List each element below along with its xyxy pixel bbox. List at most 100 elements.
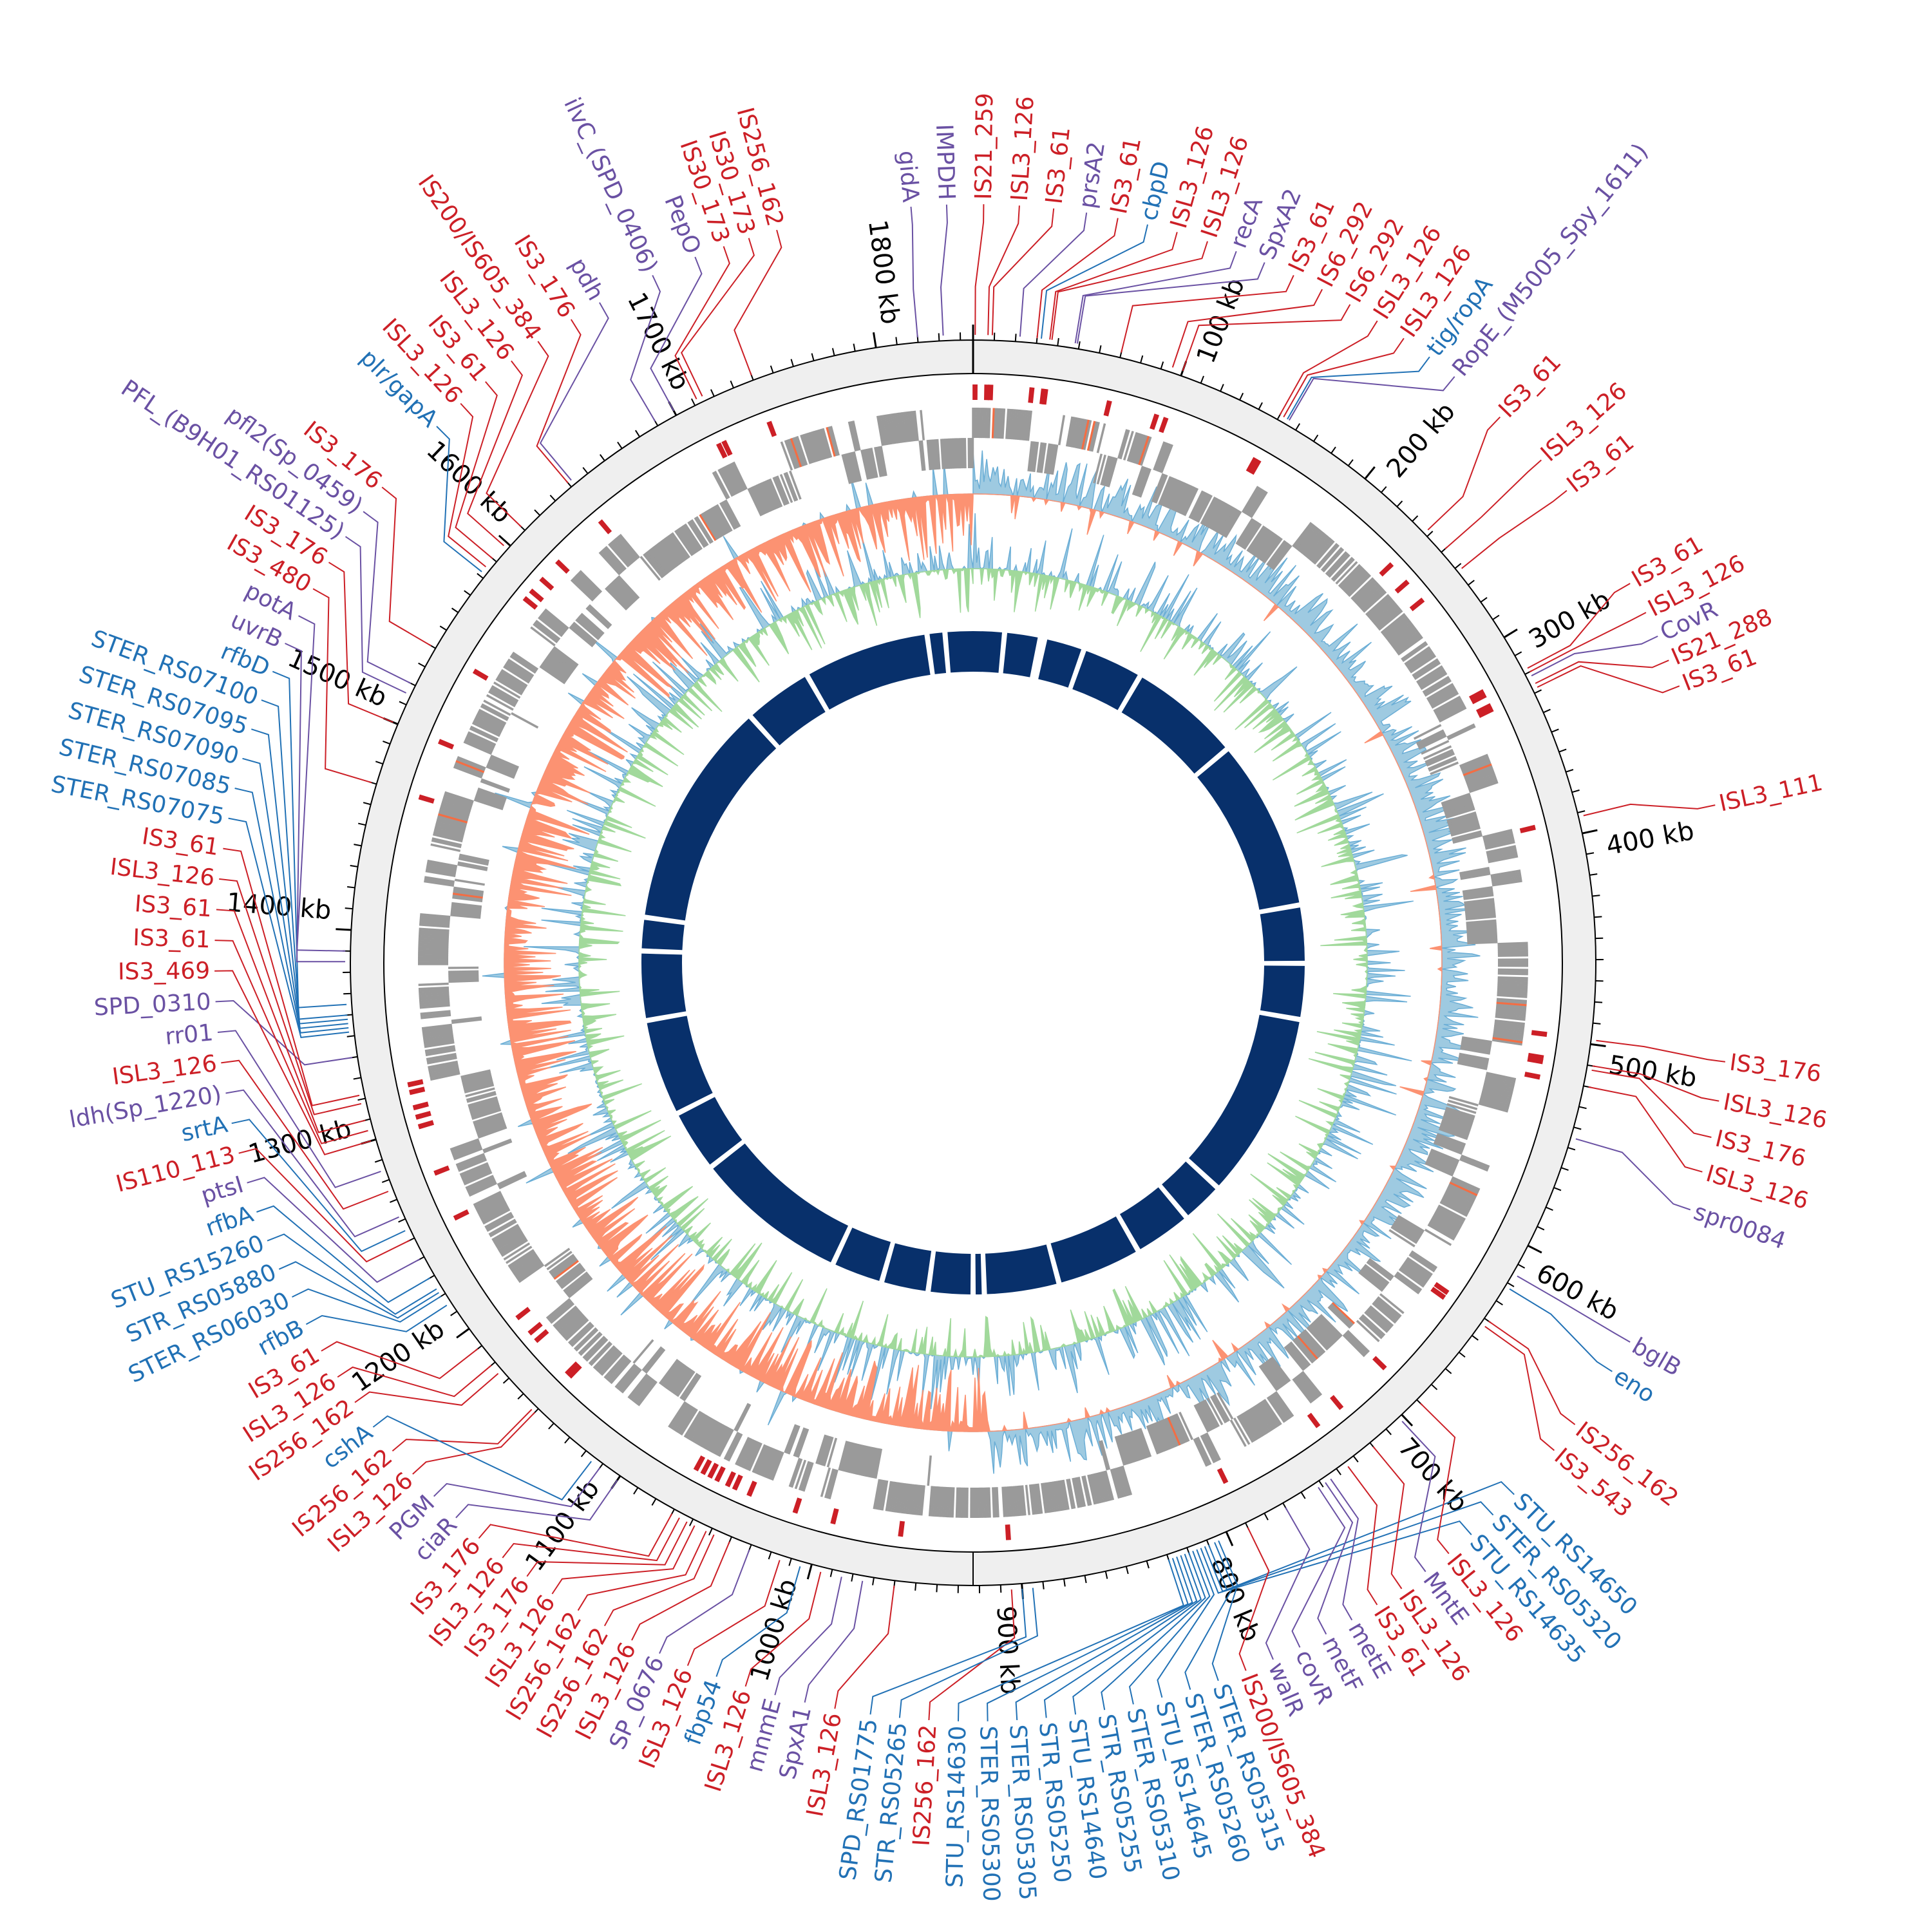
gene-tile: [1434, 1138, 1464, 1151]
gene-tile: [997, 408, 1001, 439]
label-connector: [1527, 583, 1631, 669]
label-connector: [674, 246, 730, 400]
gene-tile: [847, 453, 857, 483]
gene-tile: [820, 1436, 832, 1466]
minor-tick: [1347, 459, 1354, 466]
gene-tile: [1395, 1218, 1423, 1236]
feature-label: ISL3_111: [1717, 770, 1825, 817]
is-element-tile: [1434, 1282, 1450, 1295]
gene-tile: [450, 909, 481, 916]
gene-tile: [889, 1481, 896, 1512]
gene-tile: [934, 439, 939, 470]
gene-tile: [870, 1448, 879, 1478]
gene-tile: [983, 1487, 987, 1518]
contig-segment: [1189, 1014, 1300, 1186]
gene-tile: [430, 1072, 460, 1081]
gene-tile: [885, 1481, 893, 1511]
gene-tile: [1153, 1423, 1166, 1452]
feature-label: prsA2: [1074, 140, 1110, 210]
gene-tile: [1263, 1399, 1282, 1426]
gene-tile: [454, 878, 485, 886]
gene-tile: [1459, 753, 1488, 768]
gene-tile: [1218, 507, 1235, 535]
gene-tile: [569, 626, 594, 648]
gene-tile: [1096, 423, 1106, 453]
major-tick: [498, 535, 511, 547]
tick-label: 700 kb: [1392, 1432, 1473, 1518]
gene-tile: [932, 439, 937, 470]
minor-tick: [399, 701, 407, 706]
gene-tile: [438, 811, 469, 822]
gene-tile: [543, 610, 568, 631]
gene-tile: [546, 656, 573, 676]
gene-tile: [776, 475, 790, 505]
gene-tile: [419, 931, 450, 936]
gene-tile: [512, 651, 539, 671]
gene-tile: [1359, 1269, 1385, 1291]
gene-tile: [1395, 1273, 1421, 1293]
gene-tile: [1068, 1478, 1076, 1509]
gene-tile: [462, 1078, 493, 1088]
gene-tile: [1309, 536, 1331, 561]
gene-tile: [786, 1425, 799, 1454]
gene-tile: [463, 1171, 493, 1186]
gene-tile: [1466, 934, 1498, 939]
gene-tile: [452, 892, 483, 899]
gene-tile: [1098, 1472, 1108, 1502]
feature-label: SPD_0310: [93, 989, 212, 1021]
minor-tick: [851, 1573, 854, 1582]
gene-tile: [1163, 478, 1177, 507]
gene-tile: [558, 1311, 583, 1334]
gene-tile: [493, 681, 521, 699]
gene-tile: [461, 1166, 490, 1180]
gene-tile: [1310, 537, 1332, 562]
gene-tile: [418, 942, 449, 946]
is-element-tile: [693, 1455, 706, 1472]
gene-tile: [608, 543, 630, 568]
label-connector: [354, 1373, 499, 1406]
gene-tile: [555, 1308, 580, 1331]
gene-tile: [1251, 1406, 1270, 1434]
gene-tile: [1095, 1472, 1104, 1503]
minor-tick: [1104, 1571, 1108, 1579]
minor-tick: [439, 625, 447, 631]
minor-tick: [383, 741, 391, 745]
gene-tile: [1311, 1321, 1334, 1345]
gene-tile: [497, 674, 525, 692]
minor-tick: [790, 359, 794, 367]
gene-tile: [719, 468, 735, 497]
gene-tile: [1248, 1408, 1267, 1435]
minor-tick: [1551, 728, 1559, 733]
gene-tile: [455, 1153, 485, 1166]
gene-tile: [1298, 1373, 1320, 1399]
gene-tile: [495, 1230, 523, 1249]
gene-tile: [755, 1445, 770, 1475]
gene-tile: [1240, 521, 1259, 548]
gene-tile: [1285, 1345, 1307, 1370]
gene-tile: [1361, 1267, 1387, 1287]
gene-tile: [1368, 1307, 1393, 1329]
gene-tile: [466, 735, 495, 750]
gene-tile: [1429, 688, 1457, 706]
gene-tile: [1139, 1428, 1152, 1457]
gene-tile: [1072, 1477, 1080, 1508]
gene-tile: [426, 1052, 457, 1061]
gene-tile: [463, 1080, 493, 1090]
minor-tick: [1160, 361, 1164, 370]
minor-tick: [710, 389, 715, 397]
gene-tile: [1161, 1419, 1176, 1448]
label-connector: [1347, 1466, 1378, 1605]
gene-tile: [470, 1105, 500, 1117]
gene-tile: [1221, 509, 1239, 536]
gene-tile: [551, 1256, 577, 1277]
gene-tile: [737, 1437, 752, 1466]
gene-tile: [714, 505, 732, 533]
gene-tile: [458, 857, 489, 866]
is-element-tile: [412, 1101, 429, 1111]
gene-tile: [802, 1462, 814, 1492]
gene-tile: [659, 540, 680, 566]
gene-tile: [1493, 1033, 1524, 1040]
gene-tile: [1497, 980, 1528, 984]
gene-tile: [878, 446, 886, 477]
gene-tile: [426, 866, 457, 873]
